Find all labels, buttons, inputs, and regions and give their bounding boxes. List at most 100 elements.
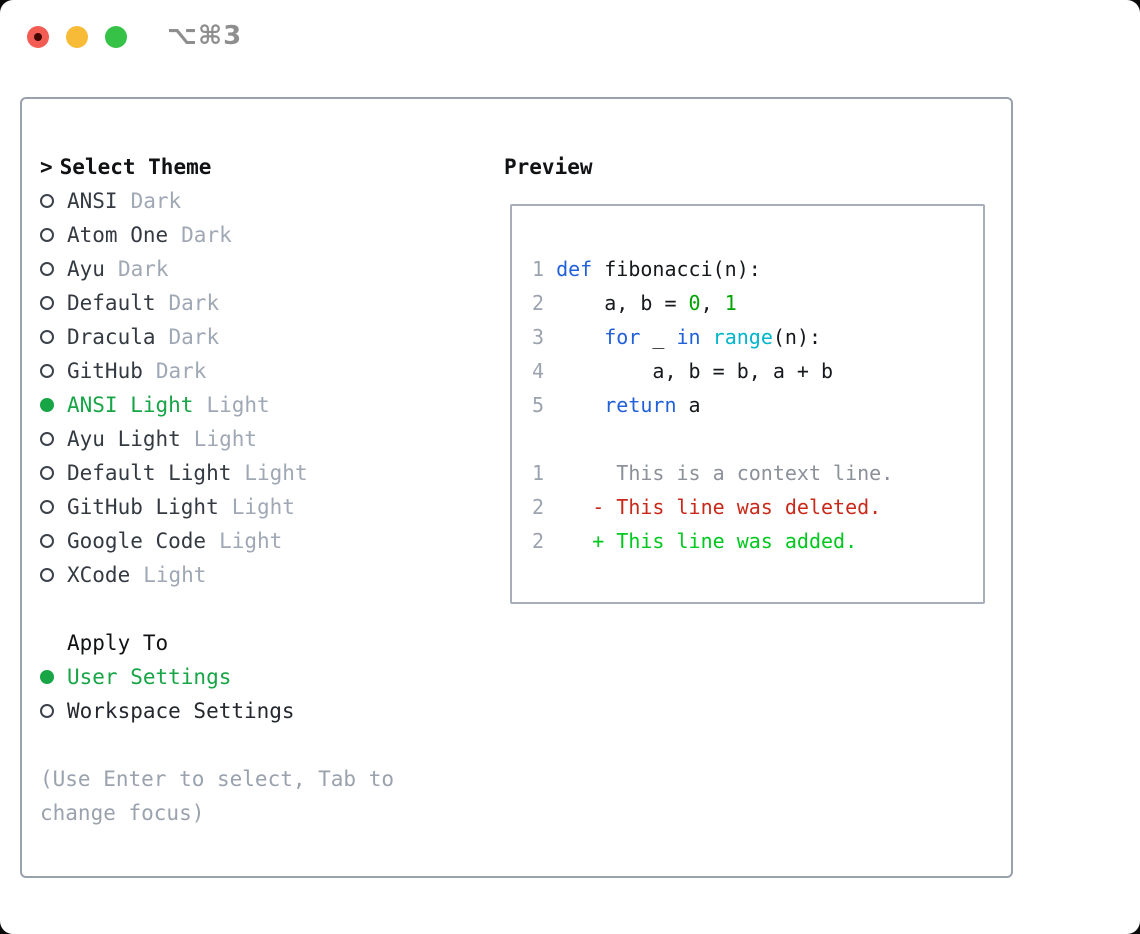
theme-name: Atom One bbox=[67, 223, 169, 247]
radio-icon bbox=[40, 262, 54, 276]
code-segment: fibonacci(n): bbox=[592, 257, 761, 281]
theme-name: Google Code bbox=[67, 529, 207, 553]
code-segment: 2 bbox=[532, 529, 545, 553]
code-line: 4 a, b = b, a + b bbox=[532, 354, 893, 388]
apply-to-option-label: Workspace Settings bbox=[67, 699, 295, 723]
theme-tag: Light bbox=[219, 529, 283, 553]
theme-name: GitHub bbox=[67, 359, 143, 383]
minimize-button[interactable] bbox=[66, 26, 88, 48]
theme-name: XCode bbox=[67, 563, 131, 587]
theme-tag: Dark bbox=[117, 257, 169, 281]
theme-tag: Light bbox=[244, 461, 308, 485]
code-line bbox=[532, 422, 893, 456]
code-segment: a bbox=[676, 393, 701, 417]
theme-option[interactable]: Atom One Dark bbox=[40, 218, 308, 252]
theme-tag: Light bbox=[206, 393, 270, 417]
theme-tag: Dark bbox=[168, 291, 220, 315]
radio-icon bbox=[40, 568, 54, 582]
code-segment: 1 bbox=[532, 461, 545, 485]
code-segment: This is a context line. bbox=[544, 461, 894, 485]
theme-option[interactable]: Ayu Light Light bbox=[40, 422, 308, 456]
radio-icon bbox=[40, 534, 54, 548]
theme-name: Dracula bbox=[67, 325, 156, 349]
close-button[interactable] bbox=[27, 26, 49, 48]
theme-option[interactable]: Ayu Dark bbox=[40, 252, 308, 286]
theme-name: Ayu Light bbox=[67, 427, 181, 451]
theme-tag: Dark bbox=[181, 223, 232, 247]
theme-tag: Light bbox=[231, 495, 295, 519]
code-segment: 5 bbox=[532, 393, 557, 417]
theme-option[interactable]: ANSI Light Light bbox=[40, 388, 308, 422]
theme-option[interactable]: Default Light Light bbox=[40, 456, 308, 490]
theme-option[interactable]: Dracula Dark bbox=[40, 320, 308, 354]
code-line: 1 This is a context line. bbox=[532, 456, 893, 490]
code-segment: 1 bbox=[532, 257, 557, 281]
theme-tag: Light bbox=[143, 563, 207, 587]
theme-option[interactable]: XCode Light bbox=[40, 558, 308, 592]
theme-tag: Light bbox=[193, 427, 258, 451]
radio-icon bbox=[40, 466, 54, 480]
theme-name: ANSI Light bbox=[67, 393, 194, 417]
theme-option[interactable]: GitHub Dark bbox=[40, 354, 308, 388]
code-segment: def bbox=[556, 257, 593, 281]
radio-icon bbox=[40, 432, 54, 446]
zoom-button[interactable] bbox=[105, 26, 127, 48]
radio-icon bbox=[40, 296, 54, 310]
radio-icon bbox=[40, 364, 54, 378]
radio-icon bbox=[40, 704, 54, 718]
code-segment bbox=[556, 393, 604, 417]
apply-to-option-label: User Settings bbox=[67, 665, 232, 689]
code-segment bbox=[556, 325, 604, 349]
radio-icon bbox=[40, 330, 54, 344]
radio-icon bbox=[40, 500, 54, 514]
apply-to-option[interactable]: Workspace Settings bbox=[40, 694, 295, 728]
code-segment bbox=[544, 495, 592, 519]
radio-icon bbox=[40, 194, 54, 208]
theme-name: Default bbox=[67, 291, 156, 315]
theme-tag: Dark bbox=[155, 359, 207, 383]
code-segment: , bbox=[700, 291, 725, 315]
apply-to-title: Apply To bbox=[67, 631, 169, 655]
select-theme-title: Select Theme bbox=[59, 155, 212, 179]
radio-icon bbox=[40, 228, 54, 242]
code-segment: 2 bbox=[532, 495, 545, 519]
code-segment: range bbox=[712, 325, 773, 349]
code-segment: 2 bbox=[532, 291, 557, 315]
code-line: 2 + This line was added. bbox=[532, 524, 893, 558]
code-segment: 4 bbox=[532, 359, 557, 383]
code-line: 5 return a bbox=[532, 388, 893, 422]
code-segment: (n): bbox=[772, 325, 822, 349]
theme-name: Ayu bbox=[67, 257, 105, 281]
radio-selected-icon bbox=[40, 398, 54, 412]
code-segment: a, b = b, a + b bbox=[556, 359, 834, 383]
code-segment bbox=[701, 325, 713, 349]
code-segment: 3 bbox=[532, 325, 557, 349]
code-segment: return bbox=[604, 393, 677, 417]
preview-title: Preview bbox=[504, 155, 593, 179]
prompt-icon: > bbox=[40, 155, 53, 179]
theme-option[interactable]: Google Code Light bbox=[40, 524, 308, 558]
code-segment: - This line was deleted. bbox=[592, 495, 882, 519]
code-segment: a, b = bbox=[556, 291, 689, 315]
code-segment bbox=[544, 529, 592, 553]
code-segment: + This line was added. bbox=[592, 529, 858, 553]
code-line: 2 a, b = 0, 1 bbox=[532, 286, 893, 320]
code-line: 3 for _ in range(n): bbox=[532, 320, 893, 354]
code-segment: 1 bbox=[724, 291, 737, 315]
theme-tag: Dark bbox=[168, 325, 220, 349]
apply-to-option[interactable]: User Settings bbox=[40, 660, 295, 694]
select-theme-header: > Select Theme bbox=[40, 150, 211, 184]
window-shortcut-label: ⌥⌘3 bbox=[167, 21, 243, 51]
theme-name: ANSI bbox=[67, 189, 118, 213]
theme-option[interactable]: Default Dark bbox=[40, 286, 308, 320]
theme-option[interactable]: GitHub Light Light bbox=[40, 490, 308, 524]
theme-name: Default Light bbox=[67, 461, 232, 485]
theme-name: GitHub Light bbox=[67, 495, 219, 519]
